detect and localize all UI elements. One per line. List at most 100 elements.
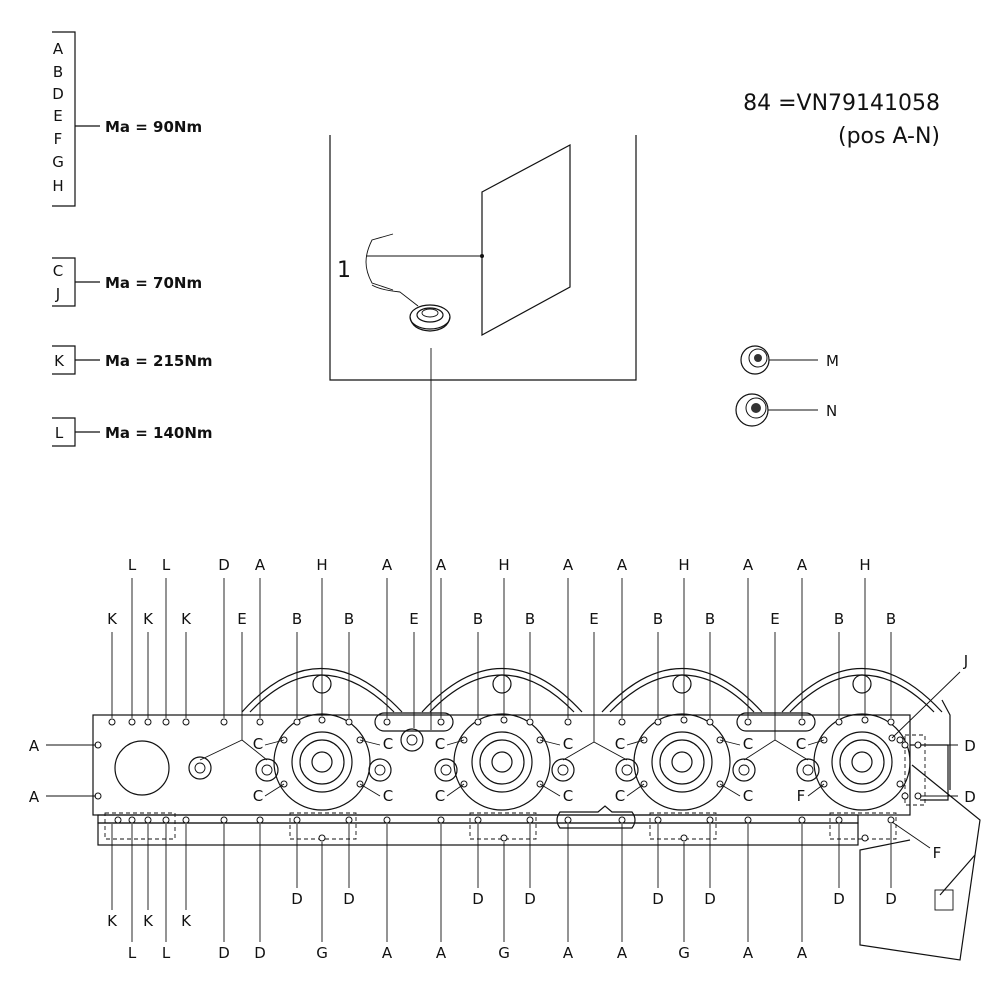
leader-line: [807, 783, 825, 797]
detail-plate: [481, 143, 571, 337]
bolt-head: [706, 718, 714, 726]
bolt-head: [861, 834, 869, 842]
bolt-head: [256, 816, 264, 824]
torque-value: Ma = 140Nm: [105, 424, 213, 442]
callout-label: L: [128, 944, 137, 962]
callout-label: C: [435, 787, 445, 805]
callout-label: B: [886, 610, 896, 628]
bolt-head: [474, 718, 482, 726]
callout-label: B: [834, 610, 844, 628]
bolt-head: [896, 780, 904, 788]
part-reference: 84 =VN79141058 (pos A-N): [743, 91, 940, 149]
bolt-head: [887, 718, 895, 726]
bolt-head: [744, 718, 752, 726]
nut-n-icon: N: [735, 393, 837, 427]
callout-label: A: [436, 944, 447, 962]
callouts-right: D D F J: [933, 652, 976, 862]
callout-label: D: [218, 556, 230, 574]
callouts-left: A A: [29, 737, 40, 806]
callout-label: E: [770, 610, 779, 628]
leader-line: [539, 739, 561, 746]
bolt-head: [835, 718, 843, 726]
callout-label: D: [652, 890, 664, 908]
callout-label: G: [498, 944, 510, 962]
callout-label: C: [253, 735, 263, 753]
callout-label: A: [797, 944, 808, 962]
nut-types: M N: [735, 345, 839, 427]
callout-label: C: [615, 787, 625, 805]
bolts: [94, 716, 922, 842]
bolt-head: [500, 834, 508, 842]
callout-label: C: [796, 735, 806, 753]
bolt-head: [383, 816, 391, 824]
leader-line: [539, 783, 561, 797]
part-reference-number: 84 =VN79141058: [743, 91, 940, 116]
legend-letter: J: [55, 285, 60, 303]
legend-letter: A: [53, 40, 64, 58]
callout-label: A: [797, 556, 808, 574]
callout-label: B: [473, 610, 483, 628]
bolt-head: [564, 718, 572, 726]
bolt-head: [293, 718, 301, 726]
callout-label: H: [316, 556, 327, 574]
callout-label: D: [218, 944, 230, 962]
bolt-head: [318, 834, 326, 842]
leader-line: [241, 739, 268, 761]
callout-label: G: [316, 944, 328, 962]
callouts-bottom-row-2: L L D D G A A G A A G A A: [128, 944, 808, 962]
bolt-head: [220, 718, 228, 726]
callout-label: C: [383, 787, 393, 805]
detail-view: 1: [329, 135, 637, 730]
bolt-head: [144, 718, 152, 726]
callout-label: B: [344, 610, 354, 628]
callout-label: C: [563, 735, 573, 753]
bolt-head: [128, 816, 136, 824]
nut-m-label: M: [826, 352, 839, 370]
bolt-head: [256, 718, 264, 726]
torque-group-4: L Ma = 140Nm: [52, 417, 213, 447]
torque-value: Ma = 70Nm: [105, 274, 202, 292]
bolt-head: [901, 741, 909, 749]
bolt-head: [526, 718, 534, 726]
leader-line: [446, 783, 465, 797]
leader-line: [562, 741, 595, 761]
bolt-head: [293, 816, 301, 824]
legend-letter: K: [54, 352, 65, 370]
callout-label: H: [678, 556, 689, 574]
bolt-head: [144, 816, 152, 824]
torque-group-3: K Ma = 215Nm: [52, 345, 213, 375]
callout-label: D: [254, 944, 266, 962]
bolt-head-icon: [409, 304, 451, 332]
legend-letter: L: [55, 424, 64, 442]
leader-line: [359, 783, 381, 797]
bolt-head: [618, 816, 626, 824]
callouts-bottom-row-1: K K K D D D D D D D D: [107, 890, 897, 930]
legend-letter: C: [53, 262, 63, 280]
leader-line: [359, 739, 381, 746]
callout-label: K: [181, 912, 192, 930]
rotor-hubs: [273, 713, 911, 811]
callout-label: A: [436, 556, 447, 574]
bolt-head: [798, 816, 806, 824]
leader-line: [719, 783, 741, 797]
nut-m-icon: M: [740, 345, 839, 375]
bolt-head: [887, 816, 895, 824]
bolt-head: [437, 718, 445, 726]
leader-line: [626, 739, 645, 746]
leader-line: [719, 739, 741, 746]
bolt-head: [896, 736, 904, 744]
callout-label: D: [885, 890, 897, 908]
callout-label: D: [524, 890, 536, 908]
callout-label: L: [162, 944, 171, 962]
leader-line: [774, 739, 809, 761]
callout-label: L: [128, 556, 137, 574]
torque-value: Ma = 90Nm: [105, 118, 202, 136]
callout-label: B: [653, 610, 663, 628]
callout-label: K: [107, 610, 118, 628]
callouts-top-row-1: L L D A H A A H A A H A A H: [128, 556, 871, 574]
callout-label: F: [933, 844, 942, 862]
leader-line: [446, 739, 465, 746]
bolt-head: [162, 718, 170, 726]
detail-part-number: 1: [337, 258, 351, 283]
